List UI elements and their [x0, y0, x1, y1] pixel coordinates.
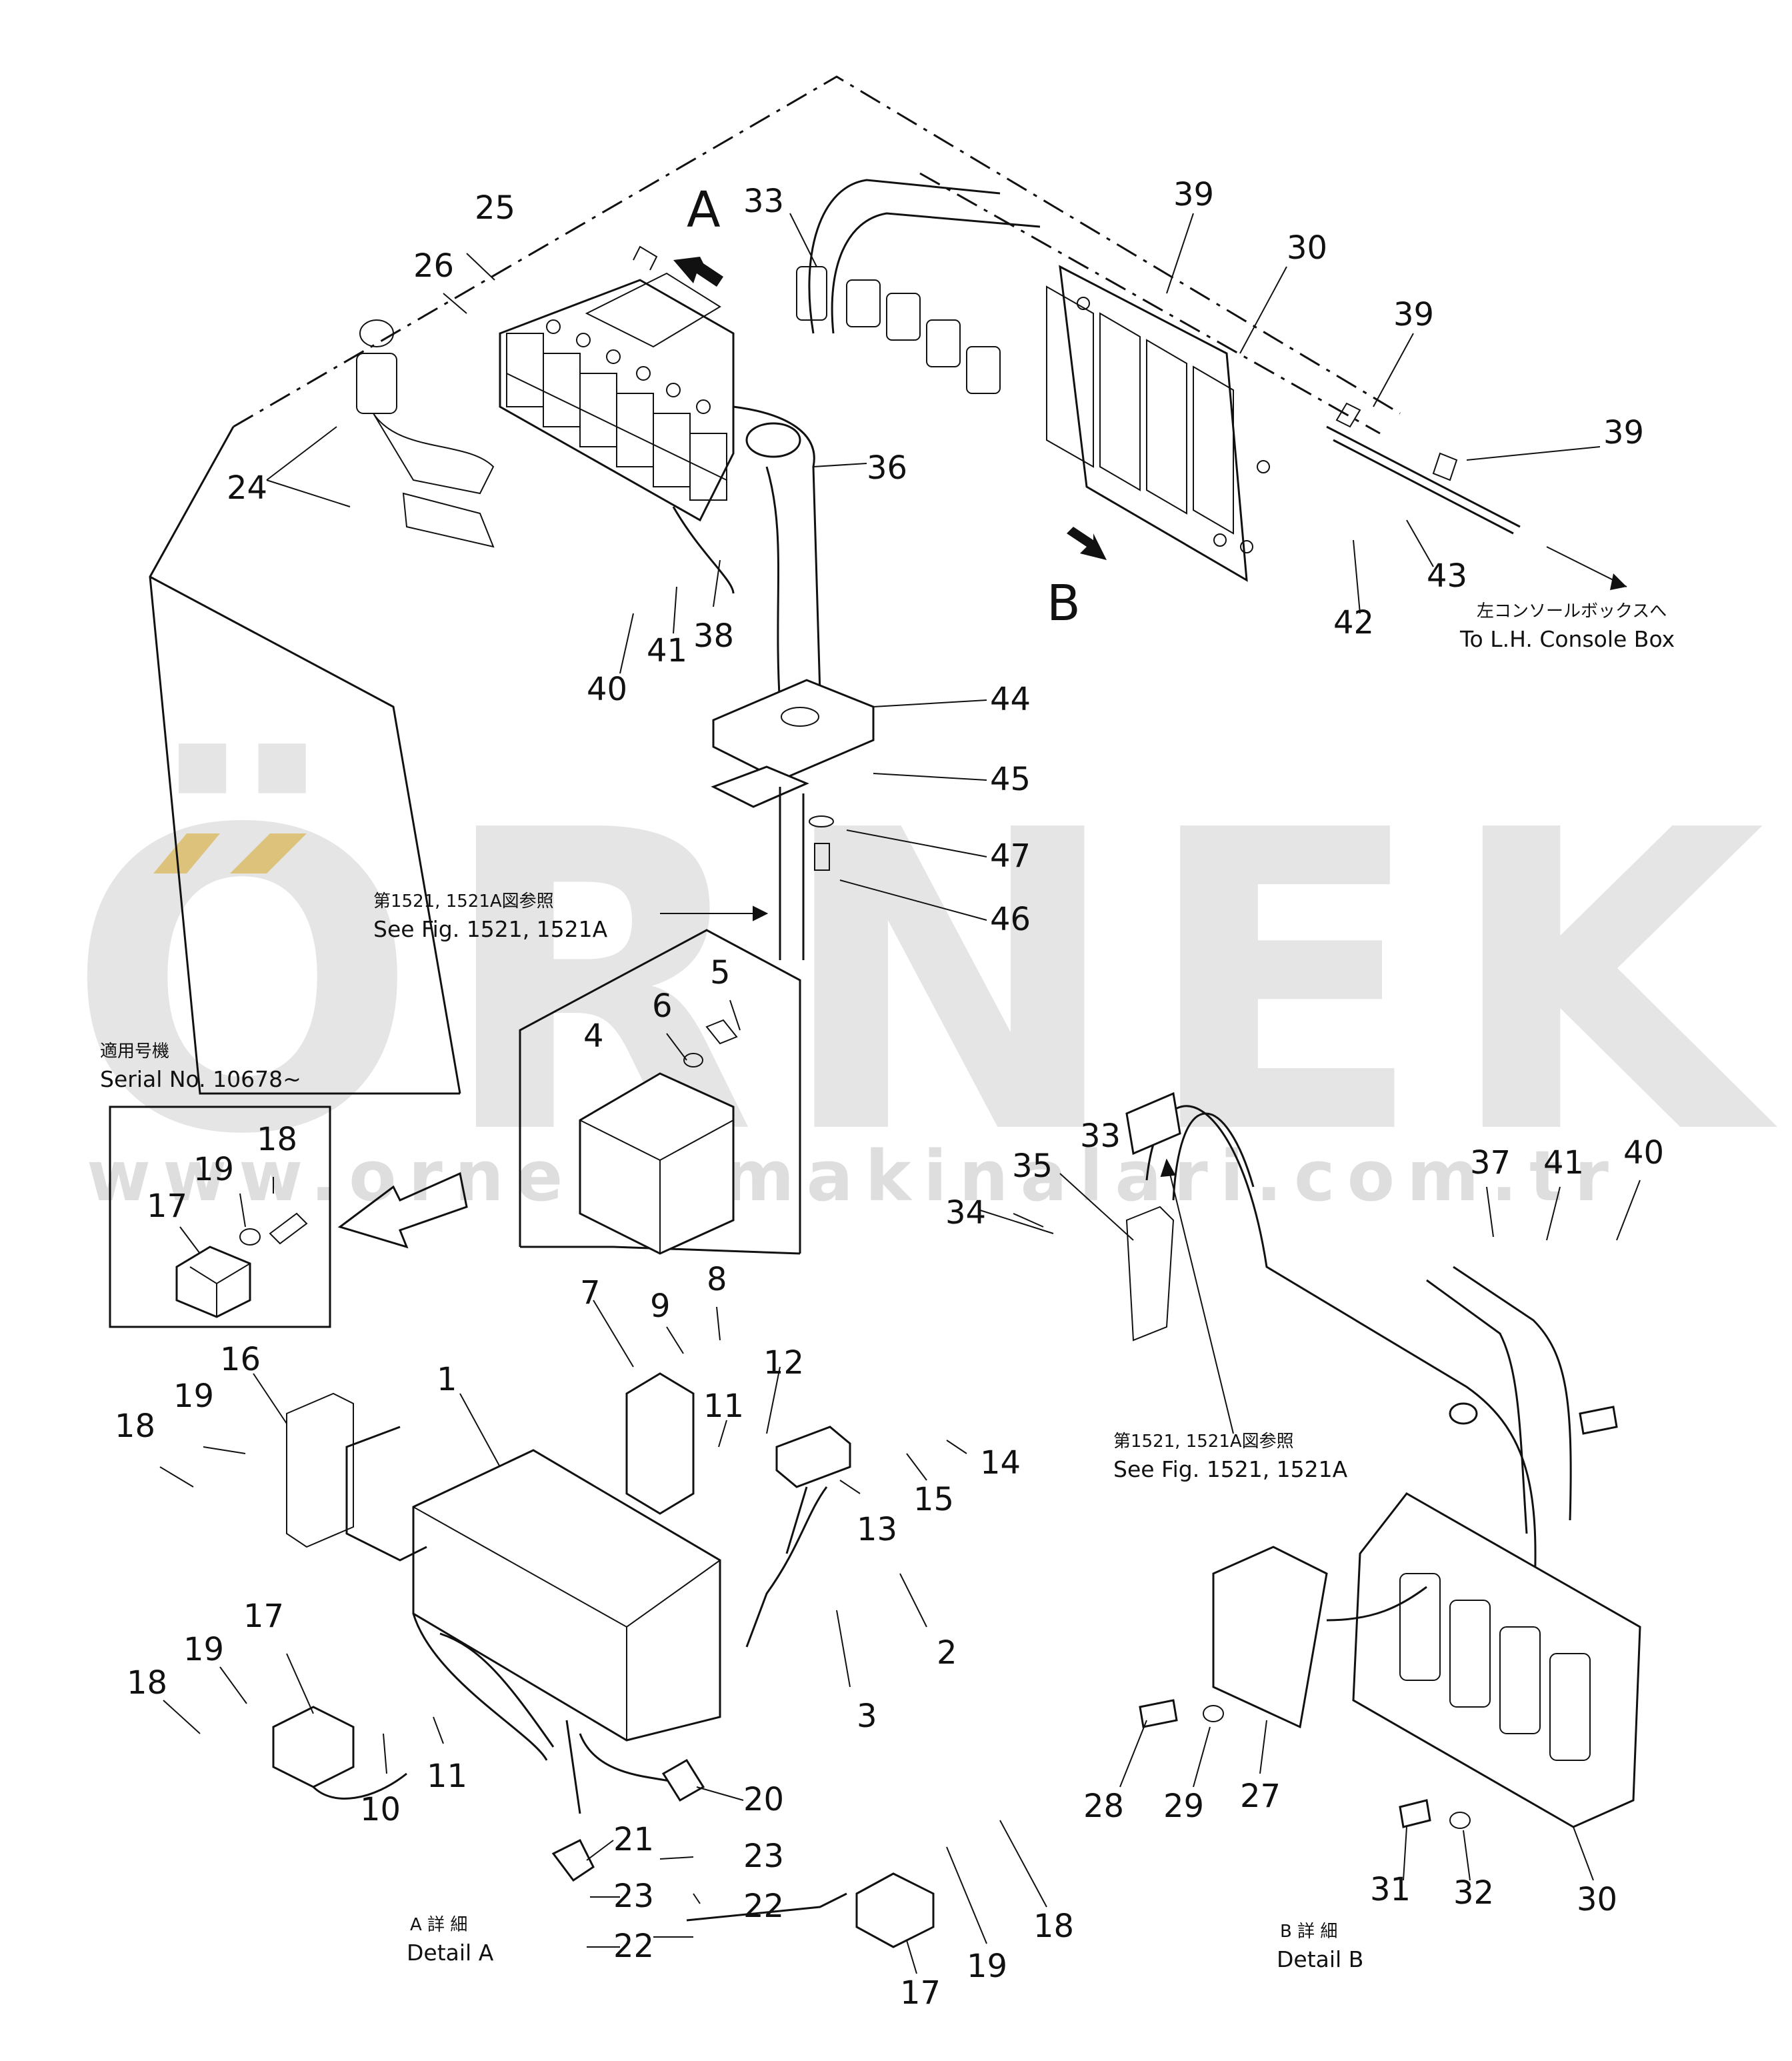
connector-panel	[796, 179, 1270, 582]
callout-40-top: 40	[587, 671, 627, 708]
note-console-en: To L.H. Console Box	[1459, 626, 1675, 652]
note-detail-a-jp: A 詳 細	[410, 1915, 467, 1935]
view-marker-b: B	[1047, 575, 1081, 632]
leader-lines	[159, 213, 1641, 1974]
callout-20: 20	[743, 1781, 784, 1818]
note-serial-en: Serial No. 10678~	[100, 1066, 301, 1092]
callout-21: 21	[613, 1821, 654, 1858]
note-see-fig-en: See Fig. 1521, 1521A	[373, 916, 608, 942]
callout-18-b: 18	[115, 1408, 155, 1445]
console-cable	[1326, 402, 1627, 590]
callout-12: 12	[763, 1344, 804, 1382]
callout-2: 2	[937, 1634, 957, 1672]
callout-41-top: 41	[647, 632, 687, 669]
callout-23-a: 23	[743, 1838, 784, 1875]
callout-14: 14	[980, 1444, 1021, 1482]
callout-5: 5	[710, 954, 731, 991]
note-see-fig2-jp: 第1521, 1521A図参照	[1113, 1432, 1294, 1452]
detail-a-assembly	[272, 1372, 935, 1948]
callout-1: 1	[437, 1361, 457, 1398]
callout-9: 9	[650, 1288, 671, 1325]
callout-4: 4	[583, 1017, 604, 1055]
view-arrow-b-icon	[1067, 527, 1107, 560]
callout-19-inset: 19	[193, 1151, 234, 1188]
callout-44: 44	[990, 681, 1031, 718]
watermark: ÖRNEK www.ornekismakinalari.com.tr	[67, 739, 1785, 1225]
callout-37: 37	[1470, 1144, 1511, 1182]
note-detail-b-en: Detail B	[1277, 1946, 1363, 1972]
callout-42: 42	[1333, 604, 1374, 641]
callout-43: 43	[1427, 557, 1467, 595]
watermark-brand: ÖRNEK	[67, 739, 1785, 1225]
callout-32: 32	[1453, 1874, 1494, 1912]
callout-35: 35	[1012, 1148, 1053, 1185]
callout-31: 31	[1370, 1871, 1411, 1908]
callout-29: 29	[1163, 1788, 1204, 1825]
watermark-accent-left	[153, 833, 220, 873]
callout-7: 7	[580, 1274, 601, 1312]
callout-19-d: 19	[967, 1948, 1007, 1985]
note-detail-b-jp: B 詳 細	[1280, 1922, 1337, 1942]
detail-b-assembly	[1125, 1092, 1641, 1829]
callout-46: 46	[990, 901, 1031, 938]
callout-41-b: 41	[1543, 1144, 1584, 1182]
relay-block-assembly	[356, 245, 821, 707]
callout-17-c: 17	[900, 1974, 941, 2012]
callout-11-a: 11	[703, 1388, 744, 1425]
note-serial-jp: 適用号機	[100, 1042, 169, 1062]
callout-33-top: 33	[743, 183, 784, 220]
callout-11-b: 11	[427, 1758, 467, 1795]
callout-38: 38	[693, 617, 734, 655]
callout-15: 15	[913, 1481, 954, 1518]
callout-39-b: 39	[1393, 296, 1434, 333]
callout-30-b: 30	[1577, 1881, 1617, 1918]
callout-23-b: 23	[613, 1878, 654, 1915]
callout-26: 26	[413, 247, 454, 285]
callout-19-c: 19	[183, 1631, 224, 1668]
callout-36: 36	[867, 449, 907, 487]
note-console-jp: 左コンソールボックスへ	[1477, 601, 1667, 621]
watermark-url: www.ornekismakinalari.com.tr	[87, 1136, 1621, 1217]
callout-28: 28	[1083, 1788, 1124, 1825]
callout-18-inset: 18	[257, 1121, 297, 1158]
note-see-fig2-en: See Fig. 1521, 1521A	[1113, 1456, 1348, 1482]
callout-39-a: 39	[1173, 176, 1214, 213]
callout-22-b: 22	[613, 1928, 654, 1965]
callout-8: 8	[707, 1261, 727, 1298]
callout-47: 47	[990, 837, 1031, 875]
note-see-fig-jp: 第1521, 1521A図参照	[373, 891, 554, 911]
callout-30-top: 30	[1287, 229, 1327, 267]
view-marker-a: A	[687, 181, 721, 239]
view-arrows	[673, 257, 1107, 560]
callout-6: 6	[652, 987, 673, 1025]
transformer-frame	[519, 929, 801, 1255]
callout-19-b: 19	[173, 1378, 214, 1415]
callout-40-b: 40	[1623, 1134, 1664, 1172]
note-detail-a-en: Detail A	[407, 1940, 494, 1966]
view-arrow-a-icon	[673, 257, 723, 287]
cable-bracket	[711, 679, 875, 960]
serial-inset	[109, 1106, 468, 1328]
callout-16: 16	[220, 1341, 261, 1378]
cigar-lighter	[356, 319, 495, 548]
callout-3: 3	[857, 1698, 877, 1735]
callout-33-b: 33	[1080, 1118, 1121, 1155]
callout-39-c: 39	[1603, 414, 1644, 451]
watermark-accent-right	[230, 833, 307, 873]
callout-34: 34	[945, 1194, 986, 1232]
callout-17-inset: 17	[147, 1188, 187, 1225]
cab-outline	[149, 75, 1401, 1095]
callout-17-b: 17	[243, 1598, 284, 1635]
callout-13: 13	[857, 1511, 897, 1548]
callout-27: 27	[1240, 1778, 1281, 1815]
callout-18-d: 18	[1033, 1908, 1074, 1945]
callout-18-c: 18	[127, 1664, 167, 1702]
callout-24: 24	[227, 469, 267, 507]
callout-45: 45	[990, 761, 1031, 798]
part-callouts: 25 26 24 33 36 38 41 40 39 30 39 39 43 4…	[115, 176, 1664, 2012]
callout-10: 10	[360, 1791, 401, 1828]
callout-22-a: 22	[743, 1888, 784, 1925]
callout-25: 25	[475, 189, 515, 227]
